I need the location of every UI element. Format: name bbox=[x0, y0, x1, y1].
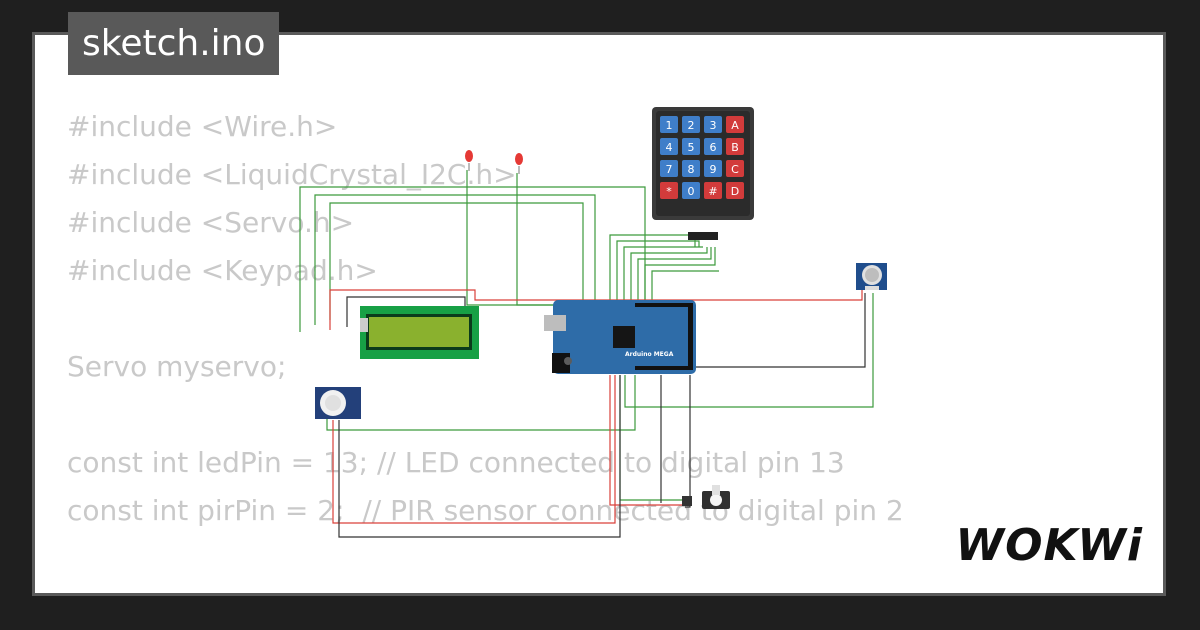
keypad-key-label: 6 bbox=[710, 141, 717, 154]
keypad-key[interactable] bbox=[726, 160, 744, 177]
keypad-key[interactable] bbox=[726, 138, 744, 155]
keypad-key-label: 4 bbox=[666, 141, 673, 154]
code-line: #include <Keypad.h> bbox=[67, 254, 378, 287]
wokwi-logo: WOKWi bbox=[955, 520, 1143, 571]
keypad[interactable]: 1 2 3 A 4 5 6 B 7 8 9 C * 0 # D bbox=[652, 107, 754, 240]
board-label: Arduino MEGA bbox=[625, 351, 674, 358]
file-name-label: sketch.ino bbox=[68, 12, 280, 75]
keypad-key-label: 9 bbox=[710, 163, 717, 176]
pir-sensor[interactable] bbox=[315, 387, 361, 419]
keypad-key-label: D bbox=[731, 185, 739, 198]
keypad-key-label: # bbox=[708, 185, 717, 198]
keypad-key-label: 0 bbox=[688, 185, 695, 198]
keypad-key-label: 8 bbox=[688, 163, 695, 176]
servo-motor[interactable] bbox=[682, 485, 730, 509]
code-line: Servo myservo; bbox=[67, 350, 287, 383]
led-icon[interactable] bbox=[465, 150, 473, 171]
lcd-display bbox=[360, 306, 479, 359]
code-line: #include <Servo.h> bbox=[67, 206, 355, 239]
keypad-keys[interactable]: 1 2 3 A 4 5 6 B 7 8 9 C * 0 # D bbox=[660, 116, 744, 199]
keypad-key-label: * bbox=[666, 185, 672, 198]
circuit-diagram: 1 2 3 A 4 5 6 B 7 8 9 C * 0 # D Arduino MEGA bbox=[299, 107, 887, 538]
keypad-key[interactable] bbox=[660, 182, 678, 199]
keypad-key-label: A bbox=[731, 119, 739, 132]
led-icon[interactable] bbox=[515, 153, 523, 174]
keypad-key-label: 2 bbox=[688, 119, 695, 132]
keypad-key[interactable] bbox=[682, 182, 700, 199]
keypad-key[interactable] bbox=[682, 138, 700, 155]
keypad-key[interactable] bbox=[704, 138, 722, 155]
code-background: #include <Wire.h> #include <LiquidCrystal… bbox=[67, 103, 1083, 593]
arduino-mega-board: Arduino MEGA bbox=[544, 300, 696, 374]
code-line: #include <LiquidCrystal_I2C.h> bbox=[67, 158, 517, 191]
keypad-key-label: B bbox=[731, 141, 739, 154]
red-wires bbox=[329, 289, 863, 524]
keypad-key[interactable] bbox=[682, 116, 700, 133]
keypad-key-label: 7 bbox=[666, 163, 673, 176]
code-line: LiquidCrystal_I2C lcd(0x27, 16, 2); // I… bbox=[67, 583, 1083, 593]
keypad-key-label: 1 bbox=[666, 119, 673, 132]
keypad-key[interactable] bbox=[704, 182, 722, 199]
code-line: const int ledPin = 13; // LED connected … bbox=[67, 446, 845, 479]
keypad-key[interactable] bbox=[704, 116, 722, 133]
keypad-key-label: 5 bbox=[688, 141, 695, 154]
keypad-key-label: 3 bbox=[710, 119, 717, 132]
keypad-key[interactable] bbox=[726, 182, 744, 199]
keypad-key[interactable] bbox=[660, 160, 678, 177]
keypad-key[interactable] bbox=[704, 160, 722, 177]
keypad-key[interactable] bbox=[726, 116, 744, 133]
keypad-key[interactable] bbox=[682, 160, 700, 177]
keypad-key[interactable] bbox=[660, 138, 678, 155]
preview-card: #include <Wire.h> #include <LiquidCrystal… bbox=[32, 32, 1166, 596]
code-line: const int pirPin = 2; // PIR sensor conn… bbox=[67, 494, 904, 527]
keypad-key-label: C bbox=[731, 163, 739, 176]
code-line: #include <Wire.h> bbox=[67, 110, 338, 143]
potentiometer[interactable] bbox=[856, 263, 887, 290]
keypad-key[interactable] bbox=[660, 116, 678, 133]
